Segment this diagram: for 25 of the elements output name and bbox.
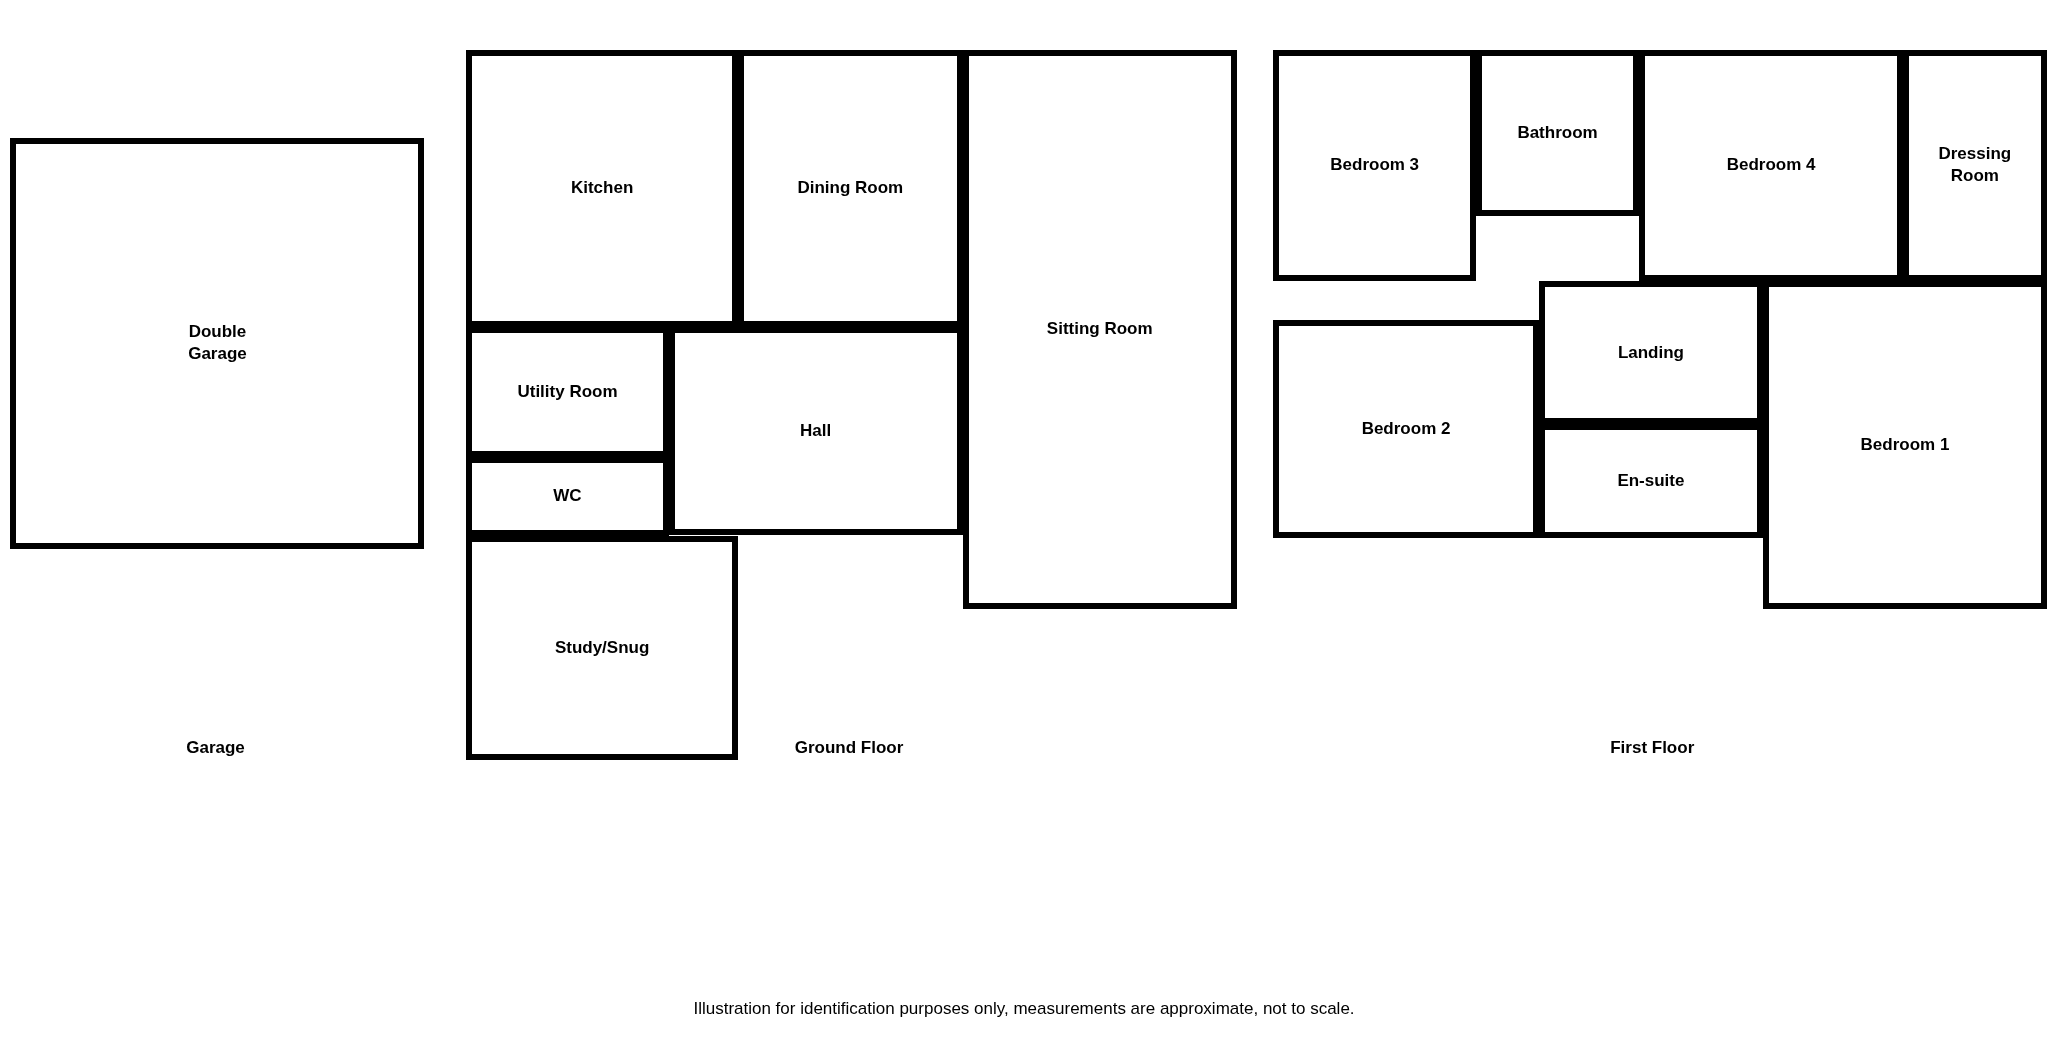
room-label: Dressing Room bbox=[1937, 143, 2013, 188]
room-label: Utility Room bbox=[517, 380, 618, 403]
room-outline bbox=[466, 535, 738, 761]
room-label: Hall bbox=[800, 419, 832, 442]
room-label: En-suite bbox=[1617, 470, 1685, 493]
room-label: Double Garage bbox=[187, 321, 248, 366]
room-outline bbox=[962, 49, 1237, 609]
room-outline bbox=[1273, 320, 1539, 539]
room-label: Bedroom 2 bbox=[1361, 418, 1451, 440]
room-label: Dining Room bbox=[797, 177, 904, 199]
floor-label: Garage bbox=[186, 737, 245, 758]
room-outline bbox=[10, 138, 425, 549]
disclaimer-note: Illustration for identification purposes only, measurements are approximate, not to scale. bbox=[692, 999, 1356, 1020]
room-label: Bedroom 4 bbox=[1726, 154, 1816, 177]
room-label: Bedroom 1 bbox=[1860, 433, 1950, 456]
floor-label: First Floor bbox=[1610, 737, 1695, 758]
room-label: Kitchen bbox=[570, 177, 634, 199]
floor-label: Ground Floor bbox=[794, 737, 904, 758]
room-outline bbox=[1273, 49, 1476, 281]
room-label: Landing bbox=[1617, 341, 1684, 364]
room-label: Bedroom 3 bbox=[1330, 154, 1420, 177]
room-label: Sitting Room bbox=[1046, 318, 1153, 341]
room-label: Study/Snug bbox=[554, 636, 650, 659]
room-label: WC bbox=[553, 485, 582, 508]
room-label: Bathroom bbox=[1517, 121, 1598, 144]
